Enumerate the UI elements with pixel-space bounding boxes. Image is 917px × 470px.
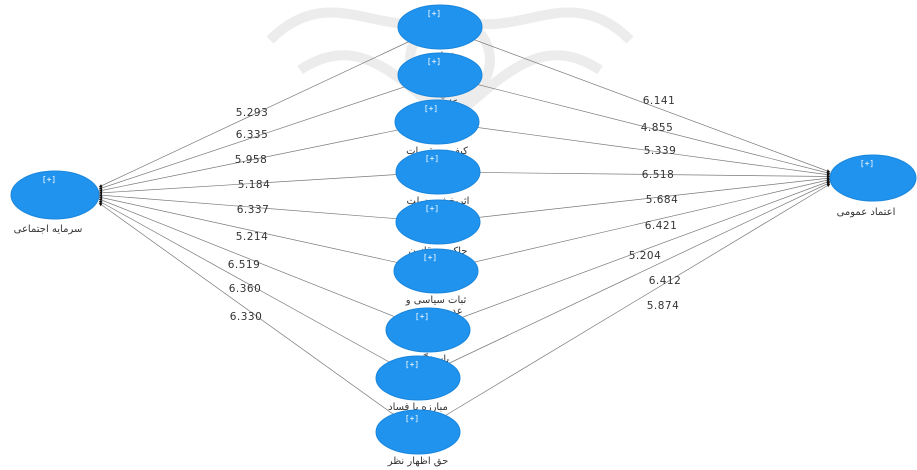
- edge-label-right-6: 6.421: [645, 220, 678, 232]
- edge-label-left-2: 6.335: [236, 129, 269, 141]
- node-m2-ellipse[interactable]: [397, 52, 483, 98]
- edge-label-right-2: 4.855: [641, 122, 674, 134]
- edge-label-right-5: 5.684: [646, 194, 679, 206]
- node-m6-ellipse[interactable]: [393, 248, 479, 294]
- edge-m7-to-target: [427, 180, 831, 331]
- edge-source-to-m4: [98, 171, 439, 195]
- node-m7-ellipse[interactable]: [385, 307, 471, 353]
- node-m8[interactable]: [+] مبارزه با فساد: [375, 355, 461, 413]
- node-m3-ellipse[interactable]: [394, 99, 480, 145]
- edge-label-left-6: 5.214: [236, 231, 269, 243]
- expand-icon[interactable]: [+]: [423, 253, 437, 262]
- node-m4[interactable]: [+]اثربخشی دولت: [395, 149, 481, 207]
- edge-m1-to-target: [439, 26, 831, 173]
- edge-m9-to-target: [417, 183, 831, 433]
- node-m9-ellipse[interactable]: [375, 409, 461, 455]
- edge-m8-to-target: [417, 182, 831, 379]
- node-source-label: سرمایه اجتماعی: [14, 224, 83, 235]
- edge-m6-to-target: [435, 178, 831, 272]
- expand-icon[interactable]: [+]: [427, 9, 441, 18]
- edge-label-right-4: 6.518: [642, 169, 675, 181]
- edge-label-layer: 5.293 6.335 5.958 5.184 6.337 5.214 6.519 6.360…: [228, 95, 682, 323]
- node-m5-ellipse[interactable]: [395, 199, 481, 245]
- edge-label-right-9: 5.874: [647, 300, 680, 312]
- edge-source-to-m3: [98, 121, 438, 193]
- expand-icon[interactable]: [+]: [405, 360, 419, 369]
- expand-icon[interactable]: [+]: [424, 104, 438, 113]
- node-m8-ellipse[interactable]: [375, 355, 461, 401]
- node-m6[interactable]: [+]ثبات سیاسی وعدم خشونت: [393, 248, 479, 317]
- edge-label-left-8: 6.360: [229, 283, 262, 295]
- edge-source-to-m7: [98, 198, 429, 331]
- node-m5[interactable]: [+]حاکمیت قانون: [395, 199, 481, 257]
- edge-label-left-5: 6.337: [237, 204, 270, 216]
- node-target-ellipse[interactable]: [829, 154, 917, 202]
- edge-source-to-m8: [98, 200, 419, 379]
- expand-icon[interactable]: [+]: [405, 414, 419, 423]
- edge-m2-to-target: [439, 74, 831, 175]
- node-target-label: اعتماد عمومی: [837, 207, 896, 218]
- edge-label-left-3: 5.958: [235, 154, 268, 166]
- edge-source-to-m5: [98, 193, 439, 223]
- node-m9-label: حق اظهار نظر: [387, 456, 449, 467]
- node-m9[interactable]: [+] حق اظهار نظر: [375, 409, 461, 467]
- edge-label-right-8: 6.412: [649, 275, 682, 287]
- edge-label-left-1: 5.293: [236, 107, 269, 119]
- edge-source-to-m1: [98, 26, 441, 188]
- edge-m3-to-target: [436, 121, 831, 177]
- edge-source-to-m2: [98, 74, 441, 190]
- expand-icon[interactable]: [+]: [425, 154, 439, 163]
- expand-icon[interactable]: [+]: [425, 204, 439, 213]
- node-m8-label: مبارزه با فساد: [388, 402, 448, 413]
- edge-source-to-m9: [98, 202, 419, 433]
- expand-icon[interactable]: [+]: [427, 57, 441, 66]
- expand-icon[interactable]: [+]: [42, 175, 56, 184]
- node-m1-ellipse[interactable]: [397, 4, 483, 50]
- edge-label-right-7: 5.204: [629, 250, 662, 262]
- edge-m5-to-target: [437, 176, 831, 223]
- edge-source-to-m6: [98, 195, 437, 272]
- node-source-ellipse[interactable]: [10, 170, 100, 220]
- expand-icon[interactable]: [+]: [860, 159, 874, 168]
- edge-label-left-7: 6.519: [228, 259, 261, 271]
- node-layer: [+]سرمایه اجتماعی[+]اعتماد عمومی[+]شفافی…: [10, 4, 917, 467]
- edge-label-right-1: 6.141: [643, 95, 676, 107]
- edge-layer: [98, 26, 831, 433]
- edge-label-right-3: 5.339: [644, 145, 677, 157]
- node-source[interactable]: [+] سرمایه اجتماعی: [10, 170, 100, 235]
- edge-m4-to-target: [437, 171, 831, 179]
- node-m6-label: ثبات سیاسی و: [405, 295, 467, 306]
- expand-icon[interactable]: [+]: [415, 312, 429, 321]
- node-m4-ellipse[interactable]: [395, 149, 481, 195]
- node-target[interactable]: [+] اعتماد عمومی: [829, 154, 917, 218]
- edge-label-left-4: 5.184: [238, 179, 271, 191]
- node-m3[interactable]: [+]کیفیت مقررات: [394, 99, 480, 157]
- edge-label-left-9: 6.330: [230, 311, 263, 323]
